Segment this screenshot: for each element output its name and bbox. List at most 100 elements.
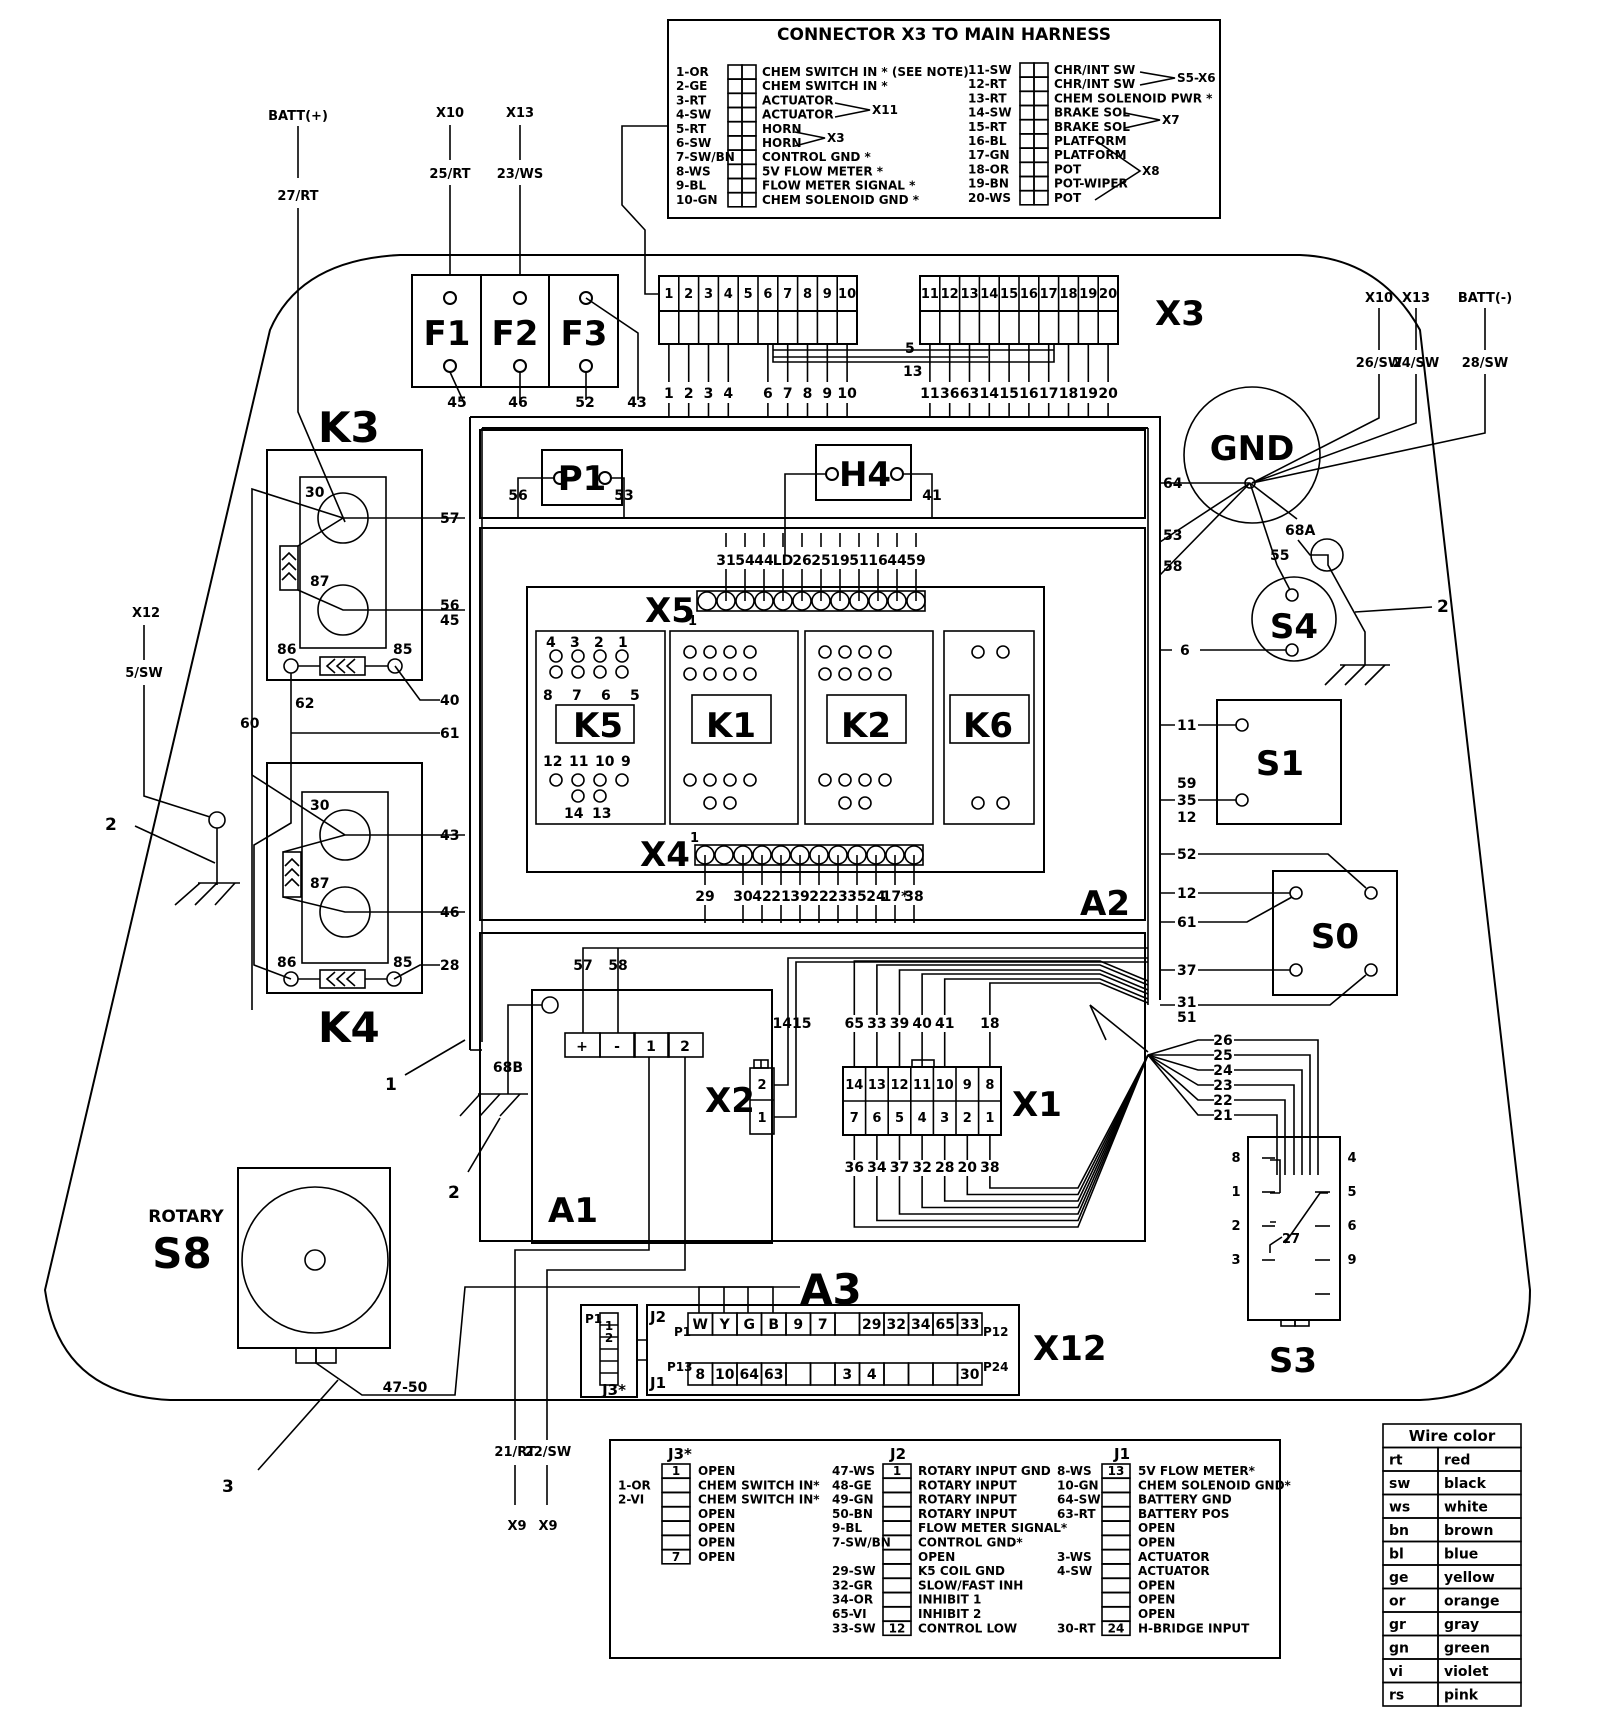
s1-wire-12: 12 [1177, 810, 1196, 826]
x3-wire-number: 6 [763, 386, 773, 402]
x9-feeds: 21/RT 22/SW X9 X9 [494, 1445, 571, 1534]
gnd-wire-68a: 68A [1285, 523, 1315, 539]
gnd-feed-wire: 24/SW [1393, 356, 1440, 371]
pin-table-j1-pin-cell [1101, 1620, 1131, 1637]
pin-table-j1-wire: 63-RT [1057, 1507, 1096, 1521]
h4-label: H4 [839, 455, 891, 495]
x3-table-wire: 7-SW/BN [676, 150, 735, 164]
horn-h4: H4 41 [784, 444, 942, 556]
wire-45: 45 [447, 395, 466, 411]
pin-table-j1-title: J1 [1113, 1445, 1130, 1463]
terminal [723, 645, 737, 659]
x3-table-wire: 17-GN [968, 148, 1010, 162]
j2-cell [834, 1312, 861, 1336]
x5-wire-number: 26 [792, 553, 811, 569]
gnd-wire-64: 64 [1163, 476, 1183, 492]
j2-cell-label: 65 [936, 1317, 955, 1333]
x3-pin-number: 7 [783, 287, 792, 302]
terminal [723, 667, 737, 681]
pin-table-j1-function: OPEN [1138, 1607, 1175, 1621]
x4-pin1: 1 [690, 831, 699, 846]
x3-table-function: POT [1054, 162, 1082, 176]
j2-start: P1 [674, 1325, 691, 1339]
a1-wire-68b: 68B [493, 1060, 523, 1076]
s3-pin-left: 1 [1231, 1185, 1240, 1200]
pin-table-j2-pin-cell [882, 1620, 912, 1637]
pin-table-j3-pin-cell [661, 1549, 691, 1565]
terminal [838, 773, 852, 787]
x1-wire-number: 36 [845, 1160, 864, 1176]
terminal [549, 773, 563, 787]
x1-bottom-wire [853, 1054, 1149, 1228]
k4-wire-43: 43 [440, 828, 459, 844]
x3-wire-number: 18 [1059, 386, 1078, 402]
batt-pos-label: BATT(+) [268, 109, 328, 124]
s3-fan-wire [1147, 1054, 1214, 1101]
x1-top-wire [876, 964, 1149, 1067]
k5-pin-number: 13 [592, 806, 611, 822]
pin-table-j1-function: BATTERY GND [1138, 1493, 1232, 1507]
gnd-label: GND [1210, 429, 1295, 469]
k4-wire-28: 28 [440, 958, 459, 974]
wire-color-code: vi [1389, 1664, 1403, 1680]
terminal [723, 796, 737, 810]
gnd-feed-wire: 28/SW [1462, 356, 1509, 371]
x3-pin-number: 5 [744, 287, 753, 302]
x3-table-wire: 11-SW [968, 63, 1012, 77]
j3-pin-2: 2 [605, 1331, 613, 1345]
j2-cell-label: 7 [818, 1317, 828, 1333]
a1-terminal-label: 1 [646, 1039, 656, 1055]
a1-terminal-label: - [614, 1039, 620, 1055]
f1-wire-label: 25/RT [429, 167, 470, 182]
s4-wire-6: 6 [1180, 643, 1190, 659]
x3-pin-number: 12 [941, 287, 959, 302]
gnd-feed-line [1251, 374, 1486, 484]
x1-pin-number: 11 [913, 1078, 931, 1093]
j1-cell-label: 63 [764, 1367, 783, 1383]
x3-table-function: 5V FLOW METER * [762, 164, 884, 178]
s3-pin-right: 9 [1347, 1253, 1356, 1268]
j2-cell-label: W [693, 1317, 708, 1333]
x3-wire-number: 2 [684, 386, 694, 402]
x3-table-wire: 6-SW [676, 136, 711, 150]
x3-group-x3: X3 [827, 131, 845, 145]
pin-table-j1-function: 5V FLOW METER* [1138, 1464, 1256, 1478]
j2-cell [956, 1312, 983, 1336]
x3-wire-number: 8 [803, 386, 813, 402]
terminal [878, 773, 892, 787]
x1-bottom-wire [921, 1054, 1149, 1209]
k3-wire-60: 60 [240, 716, 260, 732]
x3-table-wire: 4-SW [676, 108, 711, 122]
x1-pin-number: 14 [845, 1078, 863, 1093]
terminal [703, 645, 717, 659]
x4-wire-number: 42 [752, 889, 771, 905]
p1-label: P1 [558, 459, 607, 499]
k4-pin-30: 30 [310, 798, 330, 814]
x3-table-function: CHEM SOLENOID PWR * [1054, 91, 1213, 105]
k3-wire-57: 57 [440, 511, 459, 527]
relay-k4: 30 87 86 85 43 46 28 K4 [251, 728, 465, 1052]
pin-table-j2-function: OPEN [918, 1550, 955, 1564]
x3-pin-number: 11 [921, 287, 939, 302]
a1-wire-57: 57 [573, 958, 592, 974]
terminal [549, 649, 563, 663]
x4-wire-number: 22 [809, 889, 828, 905]
a2-label: A2 [1080, 884, 1130, 924]
x3-pin-number: 9 [823, 287, 832, 302]
x3-wire-number: 15 [999, 386, 1018, 402]
gnd-feed-source: X13 [1402, 291, 1430, 306]
pin-table-j3-function: OPEN [698, 1550, 735, 1564]
pin-table-j2-wire: 29-SW [832, 1564, 876, 1578]
fuse-f2: F2 [492, 291, 538, 373]
x3-table-function: ACTUATOR [762, 108, 834, 122]
x5-wire-number: LD [773, 553, 794, 569]
x3-wire-number: 14 [980, 386, 1000, 402]
x9-dest-2: X9 [538, 1519, 557, 1534]
s0-wire-61: 61 [1177, 915, 1196, 931]
terminal [593, 665, 607, 679]
x1-top-wire [943, 978, 1149, 1067]
terminal [818, 667, 832, 681]
a3-label: A3 [800, 1265, 862, 1314]
